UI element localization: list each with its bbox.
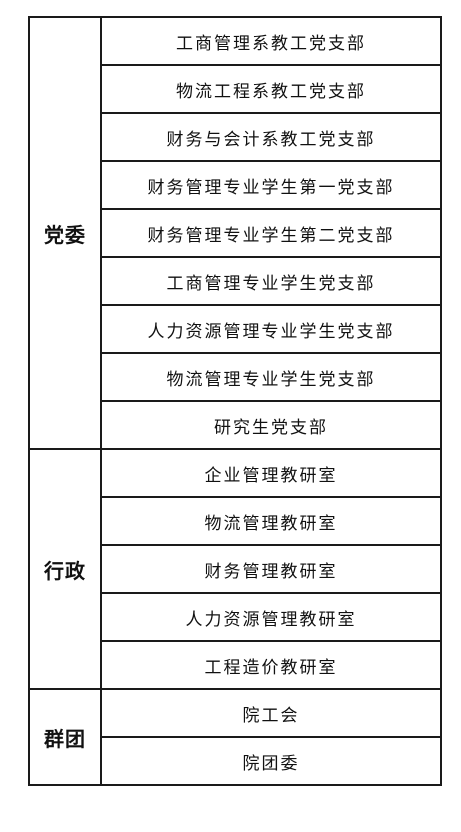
unit-cell: 工商管理专业学生党支部 bbox=[100, 256, 442, 306]
unit-cell: 物流管理专业学生党支部 bbox=[100, 352, 442, 402]
unit-cell: 物流工程系教工党支部 bbox=[100, 64, 442, 114]
table-row: 人力资源管理专业学生党支部 bbox=[29, 304, 442, 354]
unit-cell: 人力资源管理教研室 bbox=[100, 592, 442, 642]
group-label-mass-organizations: 群团 bbox=[28, 688, 102, 786]
table-row: 院团委 bbox=[29, 736, 442, 786]
table-row: 物流管理专业学生党支部 bbox=[29, 352, 442, 402]
unit-cell: 工程造价教研室 bbox=[100, 640, 442, 690]
table-row: 工程造价教研室 bbox=[29, 640, 442, 690]
table-row: 群团 院工会 bbox=[28, 688, 442, 786]
unit-cell: 财务与会计系教工党支部 bbox=[100, 112, 442, 162]
unit-cell: 财务管理教研室 bbox=[100, 544, 442, 594]
organization-table: 党委 工商管理系教工党支部 物流工程系教工党支部 财务与会计系教工党支部 财务管… bbox=[28, 16, 442, 786]
table-row: 人力资源管理教研室 bbox=[29, 592, 442, 642]
unit-cell: 物流管理教研室 bbox=[100, 496, 442, 546]
table-row: 工商管理专业学生党支部 bbox=[29, 256, 442, 306]
unit-cell: 企业管理教研室 bbox=[100, 448, 442, 498]
table-row: 党委 工商管理系教工党支部 bbox=[28, 16, 442, 450]
unit-cell: 研究生党支部 bbox=[100, 400, 442, 450]
table-row: 物流工程系教工党支部 bbox=[29, 64, 442, 114]
unit-cell: 院工会 bbox=[100, 688, 442, 738]
unit-cell: 院团委 bbox=[100, 736, 442, 786]
table-row: 财务管理专业学生第二党支部 bbox=[29, 208, 442, 258]
table-row: 研究生党支部 bbox=[29, 400, 442, 450]
table-row: 财务管理专业学生第一党支部 bbox=[29, 160, 442, 210]
table-row: 财务管理教研室 bbox=[29, 544, 442, 594]
unit-cell: 财务管理专业学生第一党支部 bbox=[100, 160, 442, 210]
unit-cell: 工商管理系教工党支部 bbox=[100, 16, 442, 66]
group-label-party-committee: 党委 bbox=[28, 16, 102, 450]
table-row: 物流管理教研室 bbox=[29, 496, 442, 546]
group-label-administration: 行政 bbox=[28, 448, 102, 690]
unit-cell: 财务管理专业学生第二党支部 bbox=[100, 208, 442, 258]
table-row: 财务与会计系教工党支部 bbox=[29, 112, 442, 162]
table-row: 行政 企业管理教研室 bbox=[28, 448, 442, 690]
unit-cell: 人力资源管理专业学生党支部 bbox=[100, 304, 442, 354]
